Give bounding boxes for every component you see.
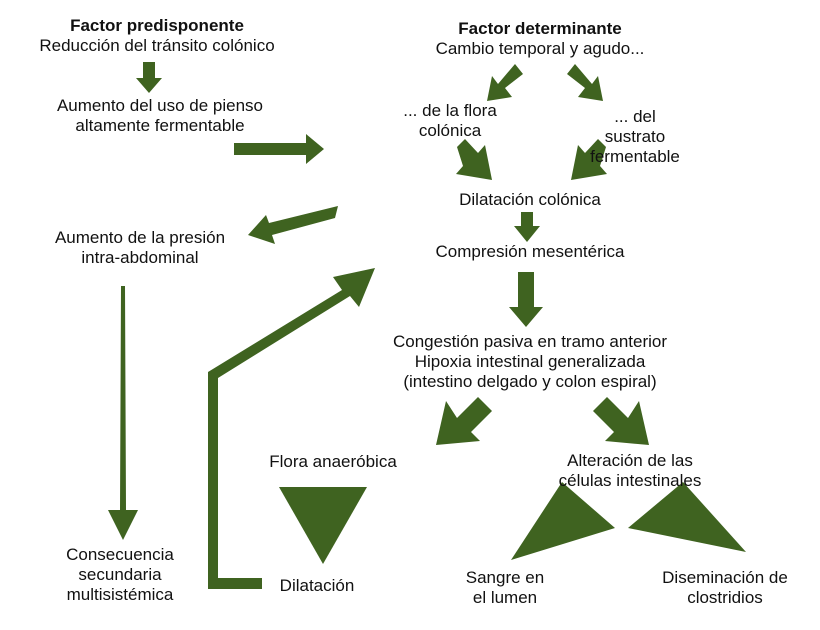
text-sustrato-2: sustrato [604, 127, 666, 146]
text-dilatacion: Dilatación [279, 576, 355, 595]
arrow-dilatacion-colonica-to-compresion [514, 212, 540, 242]
text-compresion-mesenterica: Compresión mesentérica [435, 242, 625, 261]
node-congestion: Congestión pasiva en tramo anterior Hipo… [380, 332, 680, 392]
node-flora-anaerobica: Flora anaeróbica [248, 452, 418, 472]
node-presion-abdominal: Aumento de la presión intra-abdominal [30, 228, 250, 268]
text-congestion-3: (intestino delgado y colon espiral) [403, 372, 657, 391]
arrow-determinante-to-flora [487, 64, 523, 101]
node-flora-colonica: ... de la flora colónica [380, 101, 520, 141]
text-alteracion-2: células intestinales [558, 471, 702, 490]
text-diseminacion-1: Diseminación de [662, 568, 788, 587]
text-sangre-2: el lumen [472, 588, 538, 607]
node-dilatacion-colonica: Dilatación colónica [430, 190, 630, 210]
node-sustrato: ... del sustrato fermentable [575, 107, 695, 167]
node-dilatacion: Dilatación [262, 576, 372, 596]
arrow-pienso-to-determinante [234, 134, 324, 164]
text-consecuencia-2: secundaria [78, 565, 162, 584]
text-congestion-2: Hipoxia intestinal generalizada [414, 352, 646, 371]
arrow-presion-to-consecuencia [108, 286, 138, 540]
text-flora-colonica-1: ... de la flora [403, 101, 497, 120]
text-presion-abdominal-2: intra-abdominal [81, 248, 199, 267]
node-sangre-lumen: Sangre en el lumen [445, 568, 565, 608]
text-aumento-pienso-1: Aumento del uso de pienso [56, 96, 264, 115]
text-flora-anaerobica: Flora anaeróbica [269, 452, 397, 471]
text-flora-colonica-2: colónica [418, 121, 482, 140]
text-cambio-temporal: Cambio temporal y agudo... [435, 39, 645, 58]
text-sangre-1: Sangre en [465, 568, 545, 587]
arrow-flora-anaerobica-down [279, 487, 367, 564]
text-consecuencia-3: multisistémica [66, 585, 174, 604]
node-factor-determinante: Factor determinante Cambio temporal y ag… [400, 19, 680, 59]
node-diseminacion-clostridios: Diseminación de clostridios [645, 568, 805, 608]
heading-factor-predisponente: Factor predisponente [70, 16, 244, 35]
arrow-sustrato-to-dilatacion-colonica [571, 139, 607, 180]
text-diseminacion-2: clostridios [687, 588, 763, 607]
text-dilatacion-colonica: Dilatación colónica [459, 190, 601, 209]
arrow-congestion-to-flora-anaerobica [436, 397, 492, 445]
text-presion-abdominal-1: Aumento de la presión [54, 228, 226, 247]
arrow-determinante-to-sustrato [567, 64, 603, 101]
arrow-alteracion-to-diseminacion [628, 482, 746, 552]
node-aumento-pienso: Aumento del uso de pienso altamente ferm… [20, 96, 300, 136]
arrow-predisponente-to-pienso [136, 62, 162, 93]
arrow-dilatacion-to-compresion [208, 268, 375, 589]
text-alteracion-1: Alteración de las [567, 451, 693, 470]
text-consecuencia-1: Consecuencia [66, 545, 174, 564]
node-factor-predisponente: Factor predisponente Reducción del tráns… [12, 16, 302, 56]
arrow-alteracion-to-sangre [511, 482, 615, 560]
arrow-to-presion-abdominal [248, 206, 338, 244]
heading-factor-determinante: Factor determinante [458, 19, 622, 38]
node-compresion-mesenterica: Compresión mesentérica [420, 242, 640, 262]
arrow-congestion-to-alteracion [593, 397, 649, 445]
arrow-flora-to-dilatacion-colonica [456, 139, 492, 180]
node-consecuencia: Consecuencia secundaria multisistémica [40, 545, 200, 605]
arrow-compresion-to-congestion [509, 272, 543, 327]
text-sustrato-3: fermentable [590, 147, 680, 166]
node-alteracion-celulas: Alteración de las células intestinales [540, 451, 720, 491]
text-reduccion-transito: Reducción del tránsito colónico [39, 36, 275, 55]
text-sustrato-1: ... del [614, 107, 656, 126]
text-aumento-pienso-2: altamente fermentable [75, 116, 245, 135]
text-congestion-1: Congestión pasiva en tramo anterior [392, 332, 668, 351]
